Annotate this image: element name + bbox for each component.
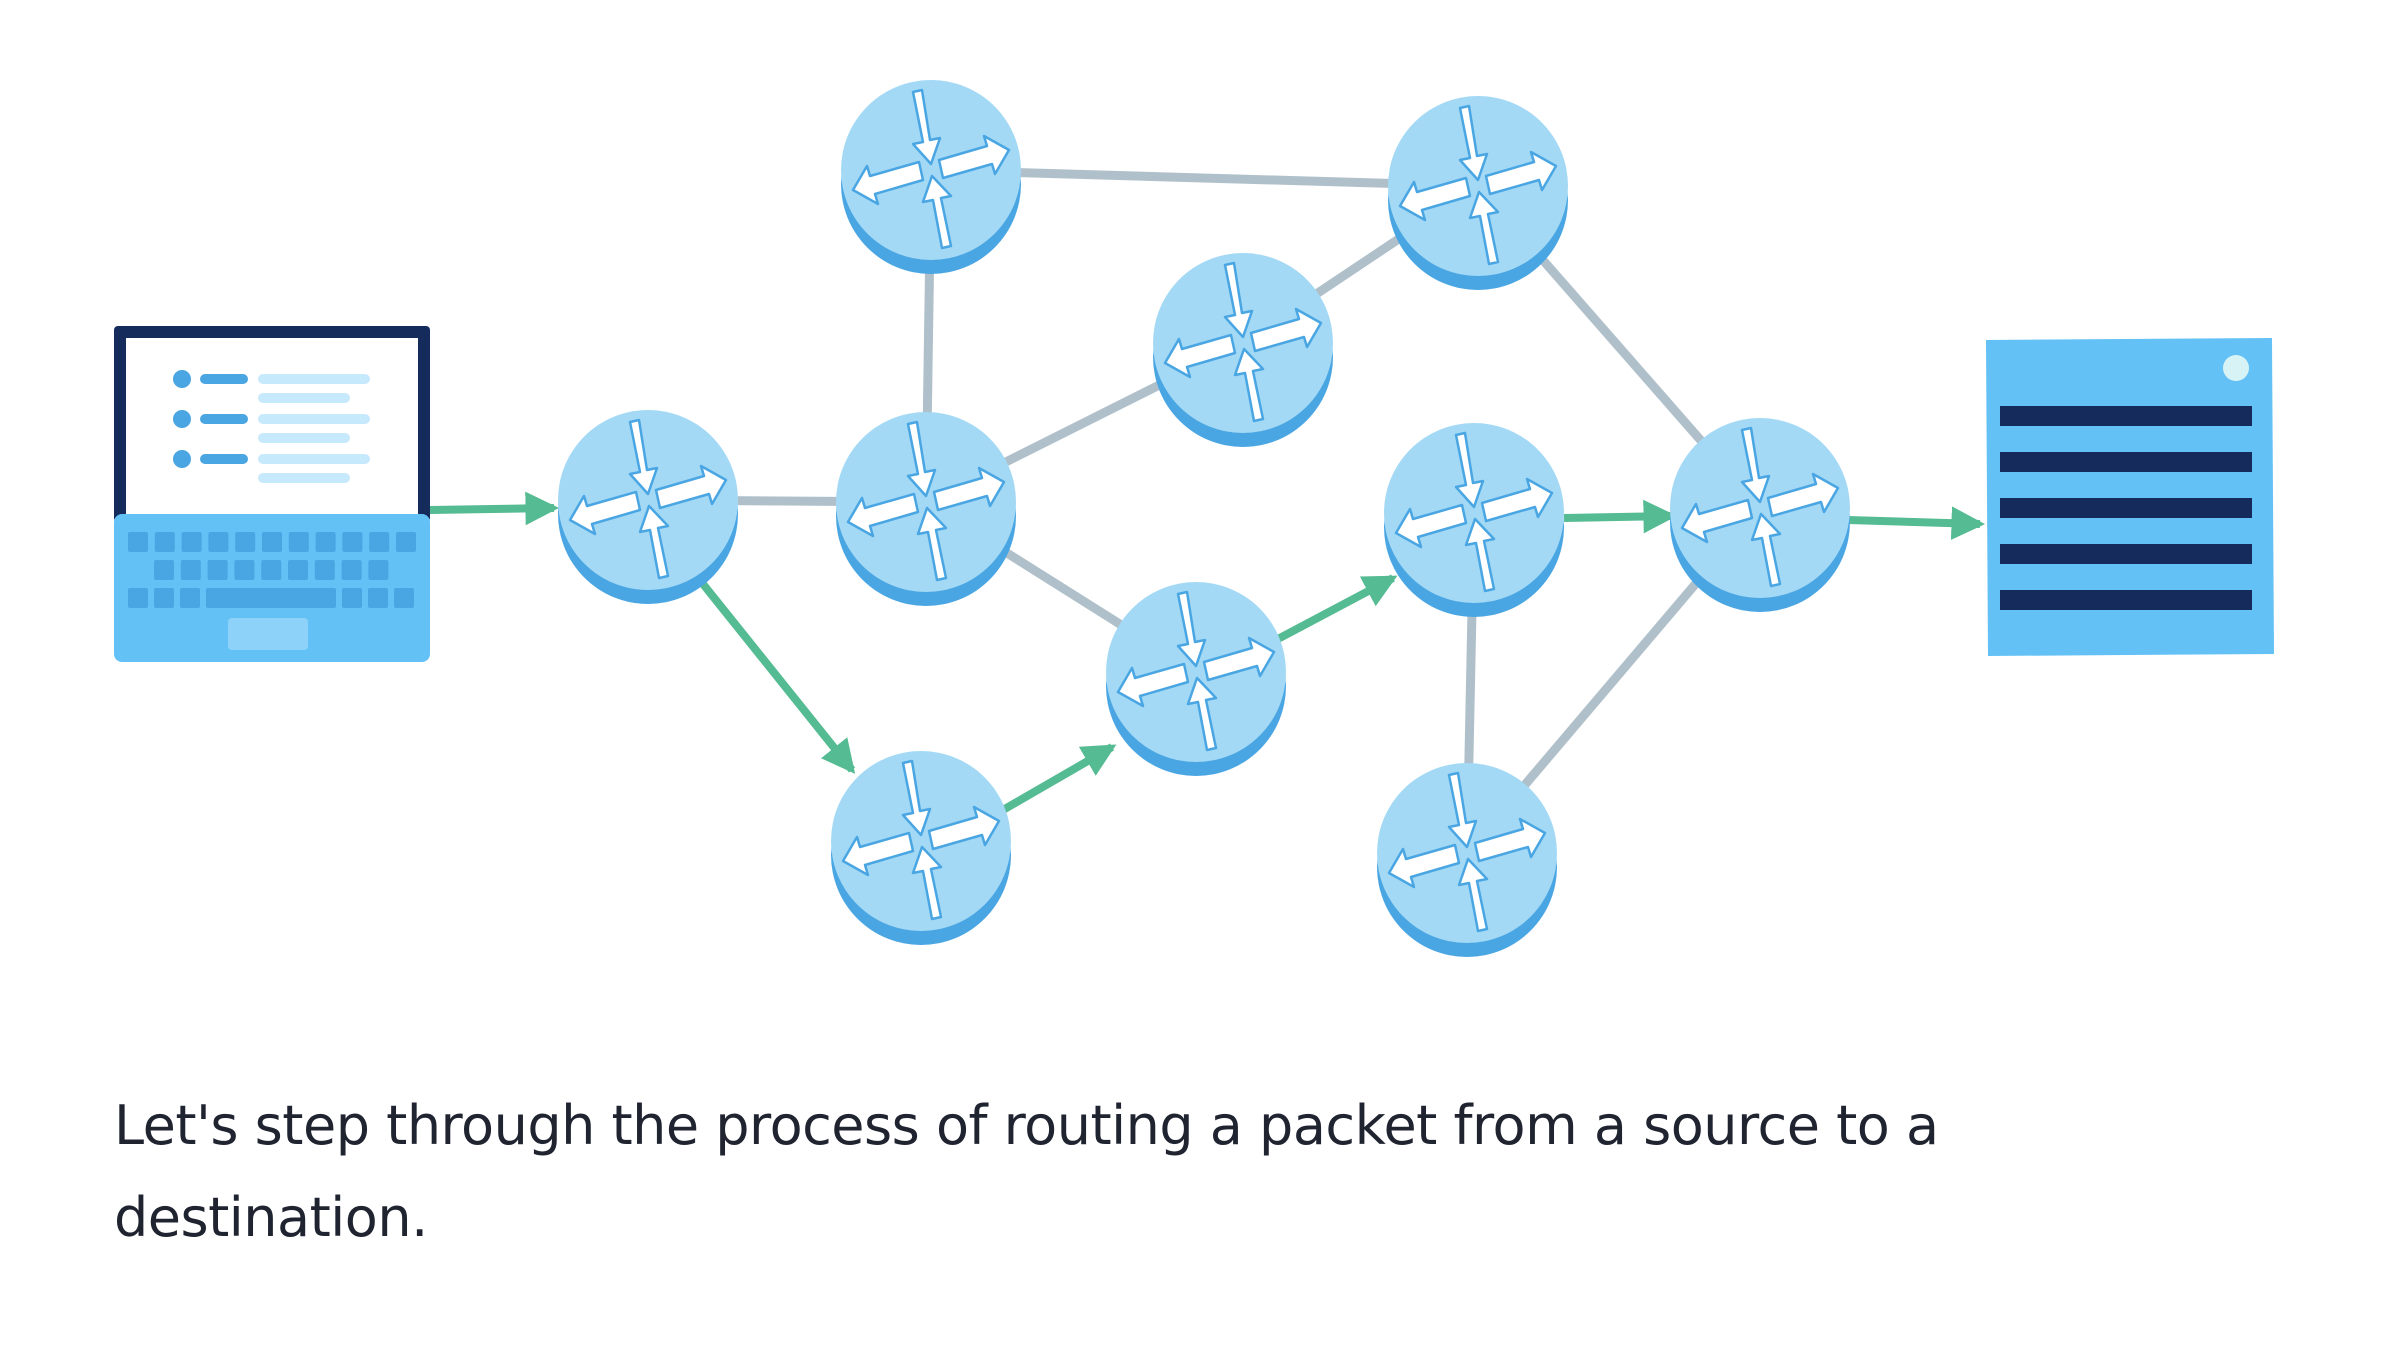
router-icon bbox=[1670, 418, 1850, 612]
link-r3-r4 bbox=[930, 165, 1479, 191]
router-icon bbox=[1384, 423, 1564, 617]
route-arrow-r1-r6 bbox=[699, 581, 856, 774]
route-arrows-layer bbox=[429, 491, 1986, 814]
router-icon bbox=[841, 80, 1021, 274]
caption-text: Let's step through the process of routin… bbox=[114, 1094, 1939, 1249]
router-icon bbox=[836, 412, 1016, 606]
route-arrow-r6-r7 bbox=[1000, 743, 1117, 814]
route-arrow-r8-destination bbox=[1847, 506, 1986, 540]
routers-layer bbox=[558, 80, 1850, 957]
route-arrow-r7-r9 bbox=[1274, 574, 1398, 644]
router-icon bbox=[1106, 582, 1286, 776]
server-icon bbox=[1986, 338, 2274, 656]
laptop-icon bbox=[114, 326, 430, 662]
route-arrow-r9-r8 bbox=[1563, 499, 1678, 534]
router-icon bbox=[1153, 253, 1333, 447]
router-icon bbox=[1388, 96, 1568, 290]
router-icon bbox=[558, 410, 738, 604]
route-arrow-source-r1 bbox=[429, 491, 560, 526]
router-icon bbox=[1377, 763, 1557, 957]
router-icon bbox=[831, 751, 1011, 945]
